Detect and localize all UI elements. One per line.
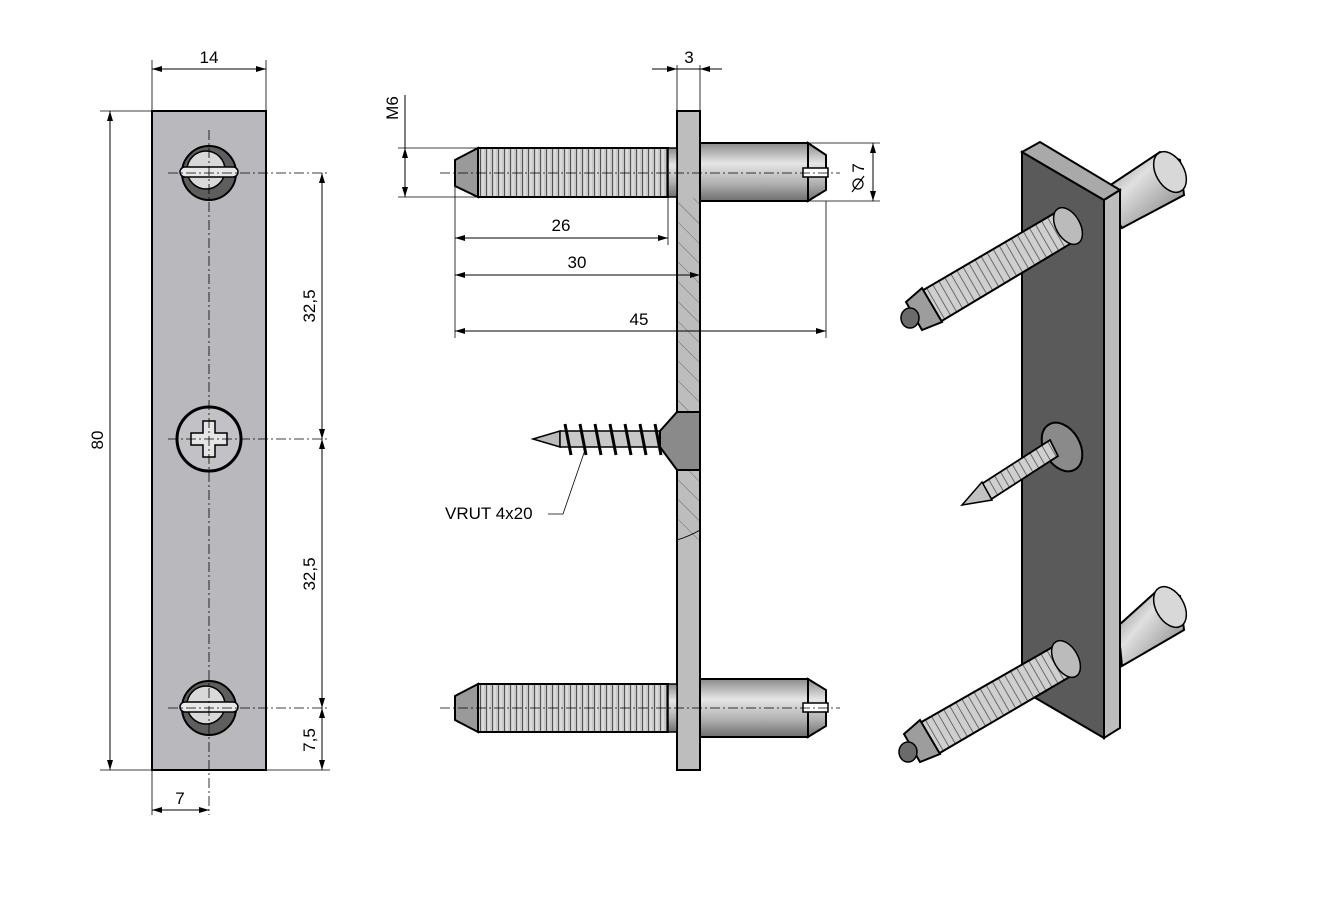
side-view: 3 M6 7 26 30: [383, 48, 880, 771]
diameter-symbol: [851, 175, 865, 193]
dim-thread-length: 26: [552, 216, 571, 235]
iso-plate-edge: [1103, 188, 1121, 740]
dim-thread-size: M6: [383, 96, 402, 120]
dim-spacing-top: 32,5: [300, 289, 319, 322]
iso-back-pin-bottom: [1116, 585, 1188, 668]
dim-center-offset: 7: [175, 789, 184, 808]
dim-front-width: 14: [200, 48, 219, 67]
isometric-view: [898, 140, 1188, 764]
dim-plate-thickness: 3: [684, 48, 693, 67]
dim-edge-offset: 7,5: [300, 728, 319, 752]
screw-label: VRUT 4x20: [445, 504, 533, 523]
dim-pin-diameter: 7: [849, 163, 868, 172]
dim-front-height: 80: [88, 431, 107, 450]
dim-spacing-bottom: 32,5: [300, 557, 319, 590]
iso-front-pin-top: [900, 206, 1084, 332]
front-view: 14 80 32,5 32,5 7,5 7: [88, 48, 330, 815]
iso-wood-screw: [960, 421, 1084, 507]
dim-total-length: 45: [630, 310, 649, 329]
iso-front-pin-bottom: [898, 639, 1082, 764]
pin-top: [454, 141, 829, 203]
wood-screw-side: [530, 411, 701, 471]
dim-insert-length: 30: [568, 253, 587, 272]
